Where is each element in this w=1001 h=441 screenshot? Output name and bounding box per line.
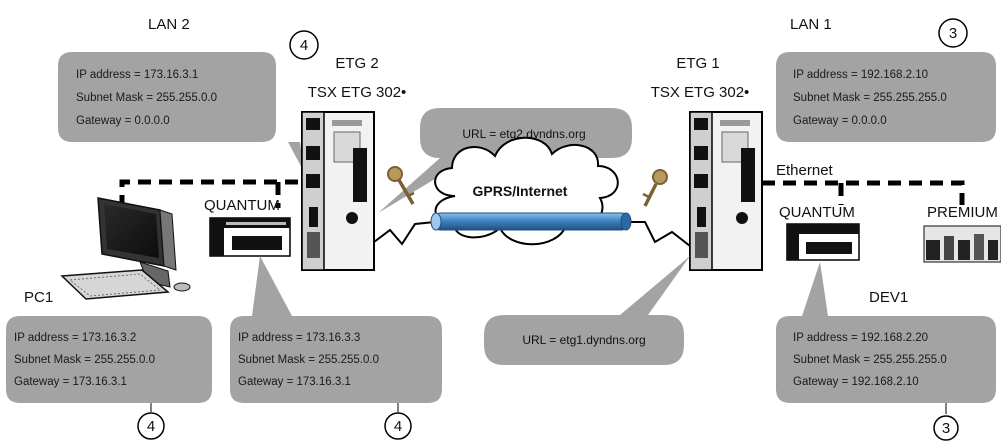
quantum2-ip: IP address = 173.16.3.3 [238, 332, 360, 344]
etg2-link [373, 221, 436, 246]
pc1-ip: IP address = 173.16.3.2 [14, 332, 136, 344]
lan1-ethernet-line [762, 180, 965, 205]
etg2-info-callout: IP address = 173.16.3.1 Subnet Mask = 25… [58, 52, 304, 172]
lan2-ethernet-line [119, 179, 303, 208]
etg1-ip: IP address = 192.168.2.10 [793, 69, 928, 81]
premium-name: PREMIUM [927, 204, 998, 221]
etg2-device [301, 111, 375, 271]
dev1-mask: Subnet Mask = 255.255.255.0 [793, 354, 947, 366]
ethernet-label: Ethernet [776, 162, 834, 179]
premium-device [923, 225, 1001, 263]
etg2-name: ETG 2 [335, 55, 378, 72]
dev1-ip: IP address = 192.168.2.20 [793, 332, 928, 344]
etg1-url: URL = etg1.dyndns.org [522, 333, 645, 347]
pc1-marker: 4 [147, 418, 155, 435]
etg2-url-callout: URL = etg2.dyndns.org [378, 108, 632, 213]
pc1-marker-circle [137, 412, 165, 440]
quantum1-device [786, 223, 860, 261]
etg1-url-callout: URL = etg1.dyndns.org [484, 256, 690, 365]
quantum2-name: QUANTUM [204, 197, 280, 214]
dev1-info-callout: IP address = 192.168.2.20 Subnet Mask = … [776, 262, 996, 403]
etg2-gateway: Gateway = 0.0.0.0 [76, 115, 170, 127]
etg2-model: TSX ETG 302• [308, 84, 407, 101]
quantum2-gateway: Gateway = 173.16.3.1 [238, 376, 351, 388]
pc1-info-callout: IP address = 173.16.3.2 Subnet Mask = 25… [6, 316, 212, 403]
etg2-url: URL = etg2.dyndns.org [462, 127, 585, 141]
cloud-label: GPRS/Internet [473, 183, 568, 199]
quantum2-info-callout: IP address = 173.16.3.3 Subnet Mask = 25… [230, 256, 442, 403]
etg1-gateway: Gateway = 0.0.0.0 [793, 115, 887, 127]
pc1-gateway: Gateway = 173.16.3.1 [14, 376, 127, 388]
pc1-mask: Subnet Mask = 255.255.0.0 [14, 354, 155, 366]
quantum2-device [209, 217, 291, 257]
dev1-name: DEV1 [869, 289, 908, 306]
etg1-key-icon [642, 169, 668, 207]
lan1-label: LAN 1 [790, 16, 832, 33]
pc1-computer-icon [60, 197, 191, 300]
etg1-link [625, 221, 691, 247]
etg1-device [689, 111, 763, 271]
etg2-marker-circle [289, 30, 319, 60]
quantum2-marker: 4 [394, 418, 402, 435]
dev1-marker-circle [933, 415, 959, 441]
quantum1-name: QUANTUM [779, 204, 855, 221]
dev1-gateway: Gateway = 192.168.2.10 [793, 376, 919, 388]
etg1-info-callout: IP address = 192.168.2.10 Subnet Mask = … [776, 52, 996, 142]
etg2-mask: Subnet Mask = 255.255.0.0 [76, 92, 217, 104]
quantum2-marker-circle [384, 412, 412, 440]
etg1-mask: Subnet Mask = 255.255.255.0 [793, 92, 947, 104]
etg2-ip: IP address = 173.16.3.1 [76, 69, 198, 81]
pc1-name: PC1 [24, 289, 53, 306]
gprs-cable [430, 212, 632, 231]
etg1-marker: 3 [949, 25, 957, 42]
etg2-key-icon [387, 166, 415, 205]
etg1-marker-circle [938, 18, 968, 48]
etg2-marker: 4 [300, 37, 308, 54]
etg1-name: ETG 1 [676, 55, 719, 72]
etg1-model: TSX ETG 302• [651, 84, 750, 101]
dev1-marker: 3 [942, 420, 950, 437]
quantum2-mask: Subnet Mask = 255.255.0.0 [238, 354, 379, 366]
lan2-label: LAN 2 [148, 16, 190, 33]
